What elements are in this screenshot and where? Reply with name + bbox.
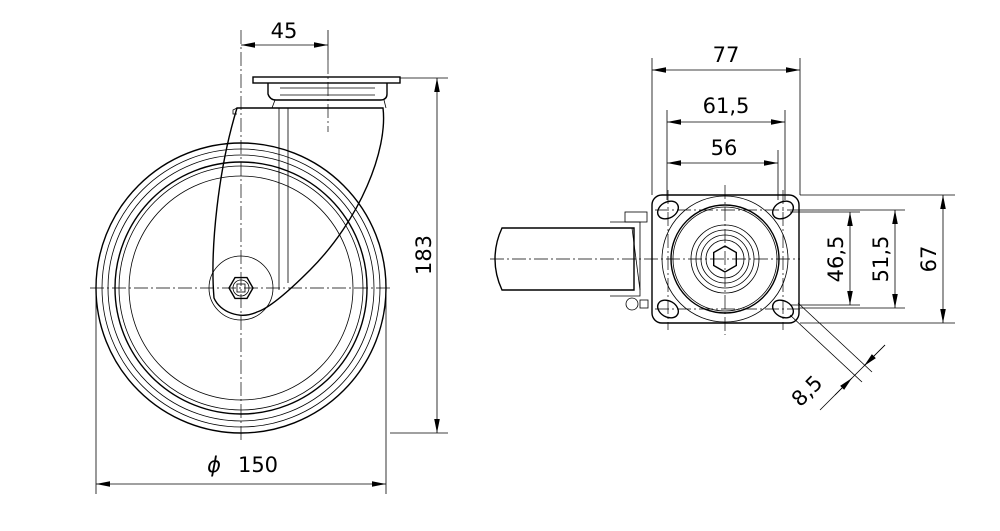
top-plate (252, 76, 401, 109)
dim-150-label: 150 (238, 453, 278, 477)
dim-56-label: 56 (711, 136, 738, 160)
dim-77-label: 77 (713, 43, 740, 67)
dim-67-label: 67 (917, 246, 941, 273)
fork (212, 107, 385, 316)
dim-51-5-label: 51,5 (869, 236, 893, 283)
dim-61-5-label: 61,5 (703, 94, 750, 118)
dim-8-5-label: 8,5 (787, 371, 828, 412)
top-view: 77 61,5 56 46,5 51,5 67 8,5 (490, 43, 955, 411)
dim-46-5-label: 46,5 (824, 236, 848, 283)
diameter-symbol: ϕ (207, 453, 221, 477)
dim-183-label: 183 (412, 235, 436, 275)
dim-45-label: 45 (271, 19, 298, 43)
side-view: 45 183 ϕ 150 (90, 19, 448, 494)
brake-lever (494, 211, 649, 311)
